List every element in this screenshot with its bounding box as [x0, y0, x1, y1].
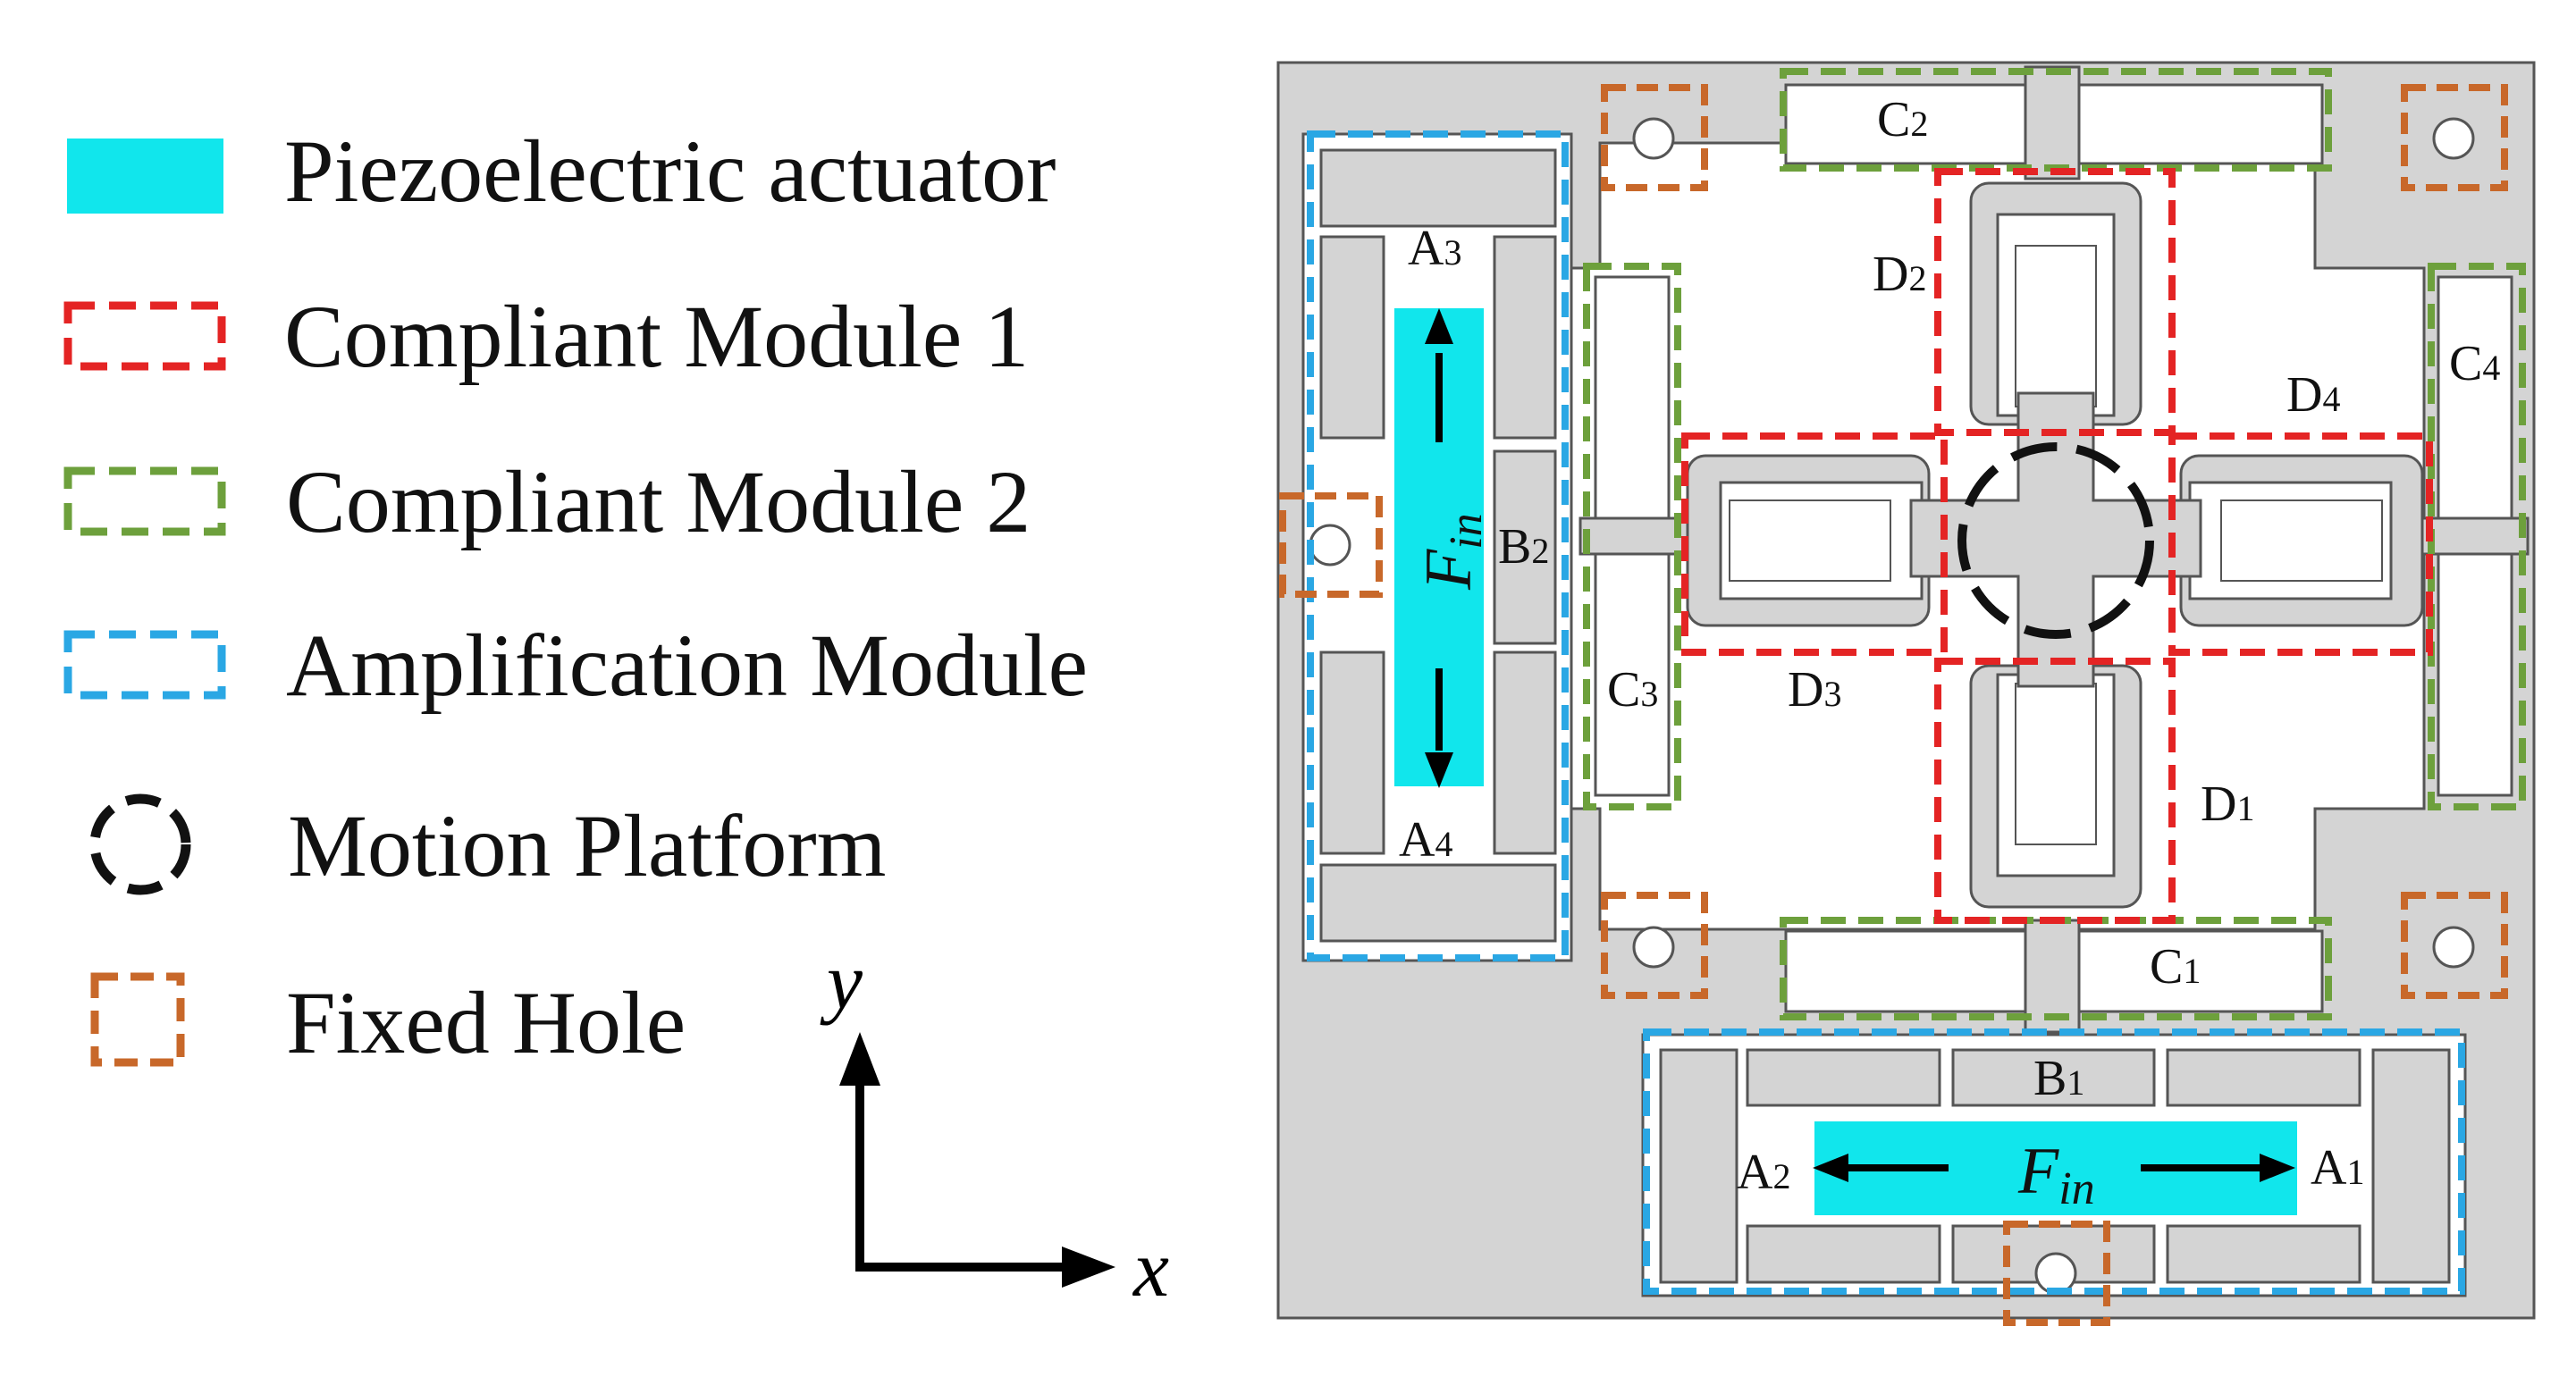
left-amp-lever-2: [1319, 651, 1385, 855]
legend-swatch-hole: [90, 972, 185, 1067]
left-amp-top-bar: [1319, 148, 1557, 228]
legend-swatch-piezo: [67, 138, 223, 214]
bottom-amp-b1-block: [1951, 1048, 2156, 1107]
label-b1: B1: [2033, 1051, 2084, 1106]
module-outlines: [1279, 68, 2526, 1326]
label-c2: C2: [1877, 92, 1928, 147]
hole-outline-top-right: [2401, 84, 2508, 191]
legend-label-cm2: Compliant Module 2: [286, 452, 1031, 551]
left-amp-lever-4: [1493, 651, 1557, 855]
hole-outline-bottom-right: [2401, 892, 2508, 999]
bottom-force-arrowhead-left-icon: [1813, 1154, 1848, 1182]
left-force-arrowhead-up-icon: [1425, 308, 1453, 344]
hole-outline-bottom: [2003, 1221, 2110, 1326]
force-label-left: Fin: [1412, 513, 1492, 591]
axes-indicator: y x: [820, 937, 1169, 1314]
legend-swatch-cm2: [63, 466, 226, 536]
left-amp-lever-1: [1319, 235, 1385, 440]
motion-platform-cross: [1909, 391, 2202, 688]
mechanism: [1276, 61, 2536, 1320]
legend-swatch-motion-icon: [89, 793, 191, 895]
amp-outline-bottom: [1643, 1028, 2465, 1295]
legend-label-cm1: Compliant Module 1: [284, 287, 1029, 386]
flexure-d3: [1686, 454, 1931, 627]
fixed-hole-bottom-right: [2432, 926, 2475, 969]
y-axis-arrowhead-icon: [839, 1032, 880, 1086]
fixed-hole-top-right: [2432, 117, 2475, 160]
force-label-bottom: Fin: [2017, 1135, 2095, 1214]
label-c1: C1: [2150, 939, 2201, 995]
flexure-d4: [2179, 454, 2424, 627]
bottom-amp-lever-1: [1746, 1048, 1941, 1107]
label-d2: D2: [1873, 247, 1926, 302]
top-connector: [2024, 65, 2081, 180]
cm1-outline-d4: [2168, 432, 2433, 656]
label-d3: D3: [1788, 662, 1841, 718]
bottom-amp-lever-3: [1746, 1224, 1941, 1284]
bottom-amp-right-bar: [2371, 1048, 2451, 1284]
cm2-outline-c3: [1583, 263, 1681, 810]
label-a3: A3: [1408, 221, 1461, 276]
label-a4: A4: [1399, 812, 1452, 868]
bottom-amp-lever-2: [2166, 1048, 2361, 1107]
label-a2: A2: [1737, 1145, 1790, 1200]
hole-outline-left: [1279, 492, 1383, 598]
legend-label-motion: Motion Platform: [288, 796, 886, 895]
legend-swatch-amp: [63, 630, 226, 700]
flexure-d2: [1969, 181, 2142, 426]
x-axis-label: x: [1132, 1225, 1169, 1314]
bottom-amp-lever-4: [2166, 1224, 2361, 1284]
label-d1: D1: [2201, 776, 2254, 832]
flexure-d1: [1969, 664, 2142, 909]
hole-outline-bottom-left: [1601, 892, 1708, 999]
legend-label-piezo: Piezoelectric actuator: [284, 122, 1056, 221]
x-axis-arrowhead-icon: [1062, 1246, 1115, 1288]
label-b2: B2: [1498, 519, 1549, 575]
fixed-hole-bottom: [2034, 1252, 2077, 1295]
fixed-hole-left: [1309, 524, 1351, 567]
fixed-hole-bottom-left: [1632, 926, 1675, 969]
hole-outline-top-left: [1601, 84, 1708, 191]
left-force-arrowhead-down-icon: [1425, 752, 1453, 788]
legend-label-amp: Amplification Module: [286, 616, 1088, 715]
cm1-outline-d2: [1934, 168, 2176, 436]
bottom-amp-left-bar: [1659, 1048, 1738, 1284]
legend-swatch-cm1: [63, 301, 226, 371]
y-axis-label: y: [820, 937, 863, 1026]
left-amp-bottom-bar: [1319, 863, 1557, 943]
amp-outline-left: [1307, 130, 1569, 961]
fixed-hole-top-left: [1632, 117, 1675, 160]
label-d4: D4: [2286, 367, 2340, 423]
legend: Piezoelectric actuator Compliant Module …: [63, 122, 1088, 1072]
label-c3: C3: [1607, 662, 1658, 718]
cm1-outline-d1: [1934, 658, 2176, 924]
label-c4: C4: [2449, 336, 2500, 391]
left-amp-lever-3: [1493, 235, 1557, 440]
legend-label-hole: Fixed Hole: [286, 973, 686, 1072]
left-amp-b2-block: [1493, 449, 1557, 645]
bottom-force-arrowhead-right-icon: [2260, 1154, 2295, 1182]
label-a1: A1: [2311, 1140, 2364, 1196]
cm1-outline-d3: [1681, 432, 1948, 656]
motion-platform-outline: [1957, 442, 2154, 639]
part-labels: A3 A4 B2 B1 A2 A1 C2 C1 C3 C4 D2 D1 D3 D…: [1399, 92, 2500, 1200]
